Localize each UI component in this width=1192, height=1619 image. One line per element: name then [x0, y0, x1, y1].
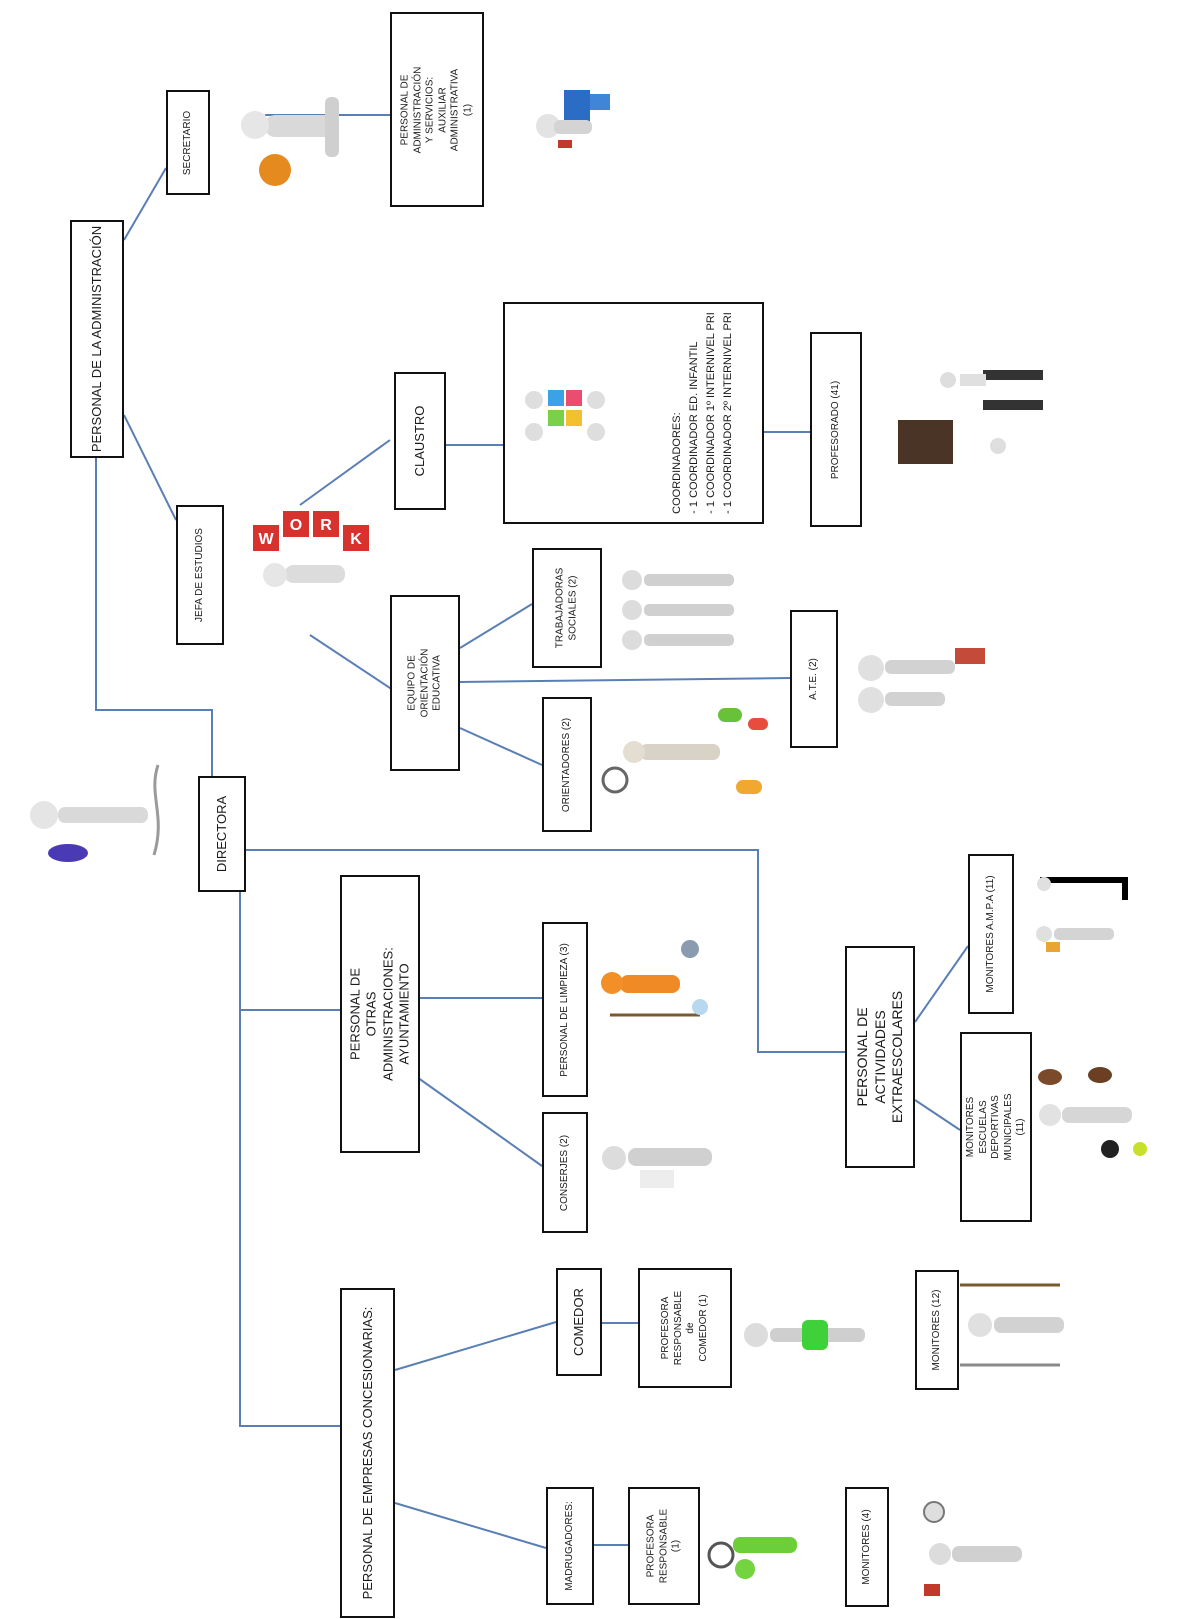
connector-empresas-madrugadores [394, 1502, 547, 1549]
magnifier-figure-illustration [600, 700, 775, 810]
node-coordinadores: COORDINADORES: - 1 COORDINADOR ED. INFAN… [503, 302, 764, 524]
connector-admin-secretario [123, 167, 167, 241]
work-block-r: R [320, 517, 332, 534]
node-monitores-comedor: MONITORES (12) [915, 1270, 959, 1390]
figure-with-computer-illustration [528, 82, 618, 152]
coordinadores-list: COORDINADORES: - 1 COORDINADOR ED. INFAN… [669, 312, 737, 514]
standing-figures-illustration [618, 560, 748, 660]
node-personal-limpieza: PERSONAL DE LIMPIEZA (3) [542, 922, 588, 1097]
puzzle-team-illustration [520, 370, 610, 460]
connector-admin-jefa [123, 414, 177, 521]
figure-with-green-box-illustration [740, 1300, 880, 1375]
cutlery-figure-illustration [950, 1265, 1075, 1385]
work-block-o: O [290, 517, 302, 534]
connector-equipo-orientadores [459, 727, 543, 766]
connector-actividades-escuelas [914, 1099, 961, 1131]
node-empresas-concesionarias: PERSONAL DE EMPRESAS CONCESIONARIAS: [340, 1288, 395, 1618]
helping-figures-illustration [855, 628, 995, 728]
sports-balls-illustration [1030, 1065, 1160, 1160]
node-monitores-madrugadores: MONITORES (4) [845, 1487, 889, 1607]
node-comedor: COMEDOR [556, 1268, 602, 1376]
node-otras-administraciones: PERSONAL DE OTRAS ADMINISTRACIONES: AYUN… [340, 875, 420, 1153]
node-secretario: SECRETARIO [166, 90, 210, 195]
connector-equipo-ate [459, 677, 791, 683]
node-equipo-orientacion: EQUIPO DE ORIENTACIÓN EDUCATIVA [390, 595, 460, 771]
node-profesora-madrugadores: PROFESORA RESPONSABLE (1) [628, 1487, 700, 1605]
coordinador-item: - 1 COORDINADOR ED. INFANTIL [687, 341, 700, 514]
node-profesora-comedor: PROFESORA RESPONSABLE de COMEDOR (1) [638, 1268, 732, 1388]
coordinador-item: - 1 COORDINADOR 1º INTERNIVEL PRI [704, 312, 717, 514]
connector-otras-conserjes [413, 1074, 543, 1167]
work-block-k: K [350, 531, 362, 548]
node-actividades-extraescolares: PERSONAL DE ACTIVIDADES EXTRAESCOLARES [845, 946, 915, 1168]
clock-figure-illustration [705, 1495, 815, 1595]
ampa-figures-illustration [1030, 870, 1145, 960]
node-trabajadoras-sociales: TRABAJADORAS SOCIALES (2) [532, 548, 602, 668]
work-block-w: W [258, 531, 274, 548]
connector-directora-actividades [246, 849, 845, 1053]
node-jefa-estudios: JEFA DE ESTUDIOS [176, 505, 224, 645]
node-monitores-ampa: MONITORES A.M.P.A (11) [968, 854, 1014, 1014]
coordinador-item: - 1 COORDINADOR 2º INTERNIVEL PRI [721, 312, 734, 514]
connector-empresas-comedor [394, 1321, 557, 1371]
connector-equipo-trabajadoras [459, 603, 533, 649]
figure-on-rope-illustration [8, 755, 168, 875]
node-directora: DIRECTORA [198, 776, 246, 892]
node-personal-administracion-servicios: PERSONAL DE ADMINISTRACIÓN Y SERVICIOS: … [390, 12, 484, 207]
node-personal-administracion: PERSONAL DE LA ADMINISTRACIÓN [70, 220, 124, 458]
cleaning-figure-illustration [600, 935, 710, 1035]
work-blocks-illustration: W O R K [245, 505, 375, 615]
figure-with-coin-illustration [225, 75, 365, 190]
monitor-figure-illustration [920, 1498, 1030, 1603]
node-ate: A.T.E. (2) [790, 610, 838, 748]
connector-actividades-ampa [914, 945, 969, 1023]
connector-jefa-equipo [309, 634, 394, 691]
node-monitores-escuelas: MONITORES ESCUELAS DEPORTIVAS MUNICIPALE… [960, 1032, 1032, 1222]
connector-jefa-claustro [299, 439, 391, 506]
classroom-illustration [888, 350, 1068, 490]
connector-directora-admin [95, 458, 213, 776]
coordinadores-title: COORDINADORES: [670, 412, 683, 514]
node-orientadores: ORIENTADORES (2) [542, 697, 592, 832]
node-conserjes: CONSERJES (2) [542, 1112, 588, 1233]
connector-directora-trunk [239, 892, 340, 1427]
node-madrugadores: MADRUGADORES: [546, 1487, 594, 1605]
node-profesorado: PROFESORADO (41) [810, 332, 862, 527]
caretaker-figure-illustration [600, 1120, 725, 1195]
node-claustro: CLAUSTRO [394, 372, 446, 510]
